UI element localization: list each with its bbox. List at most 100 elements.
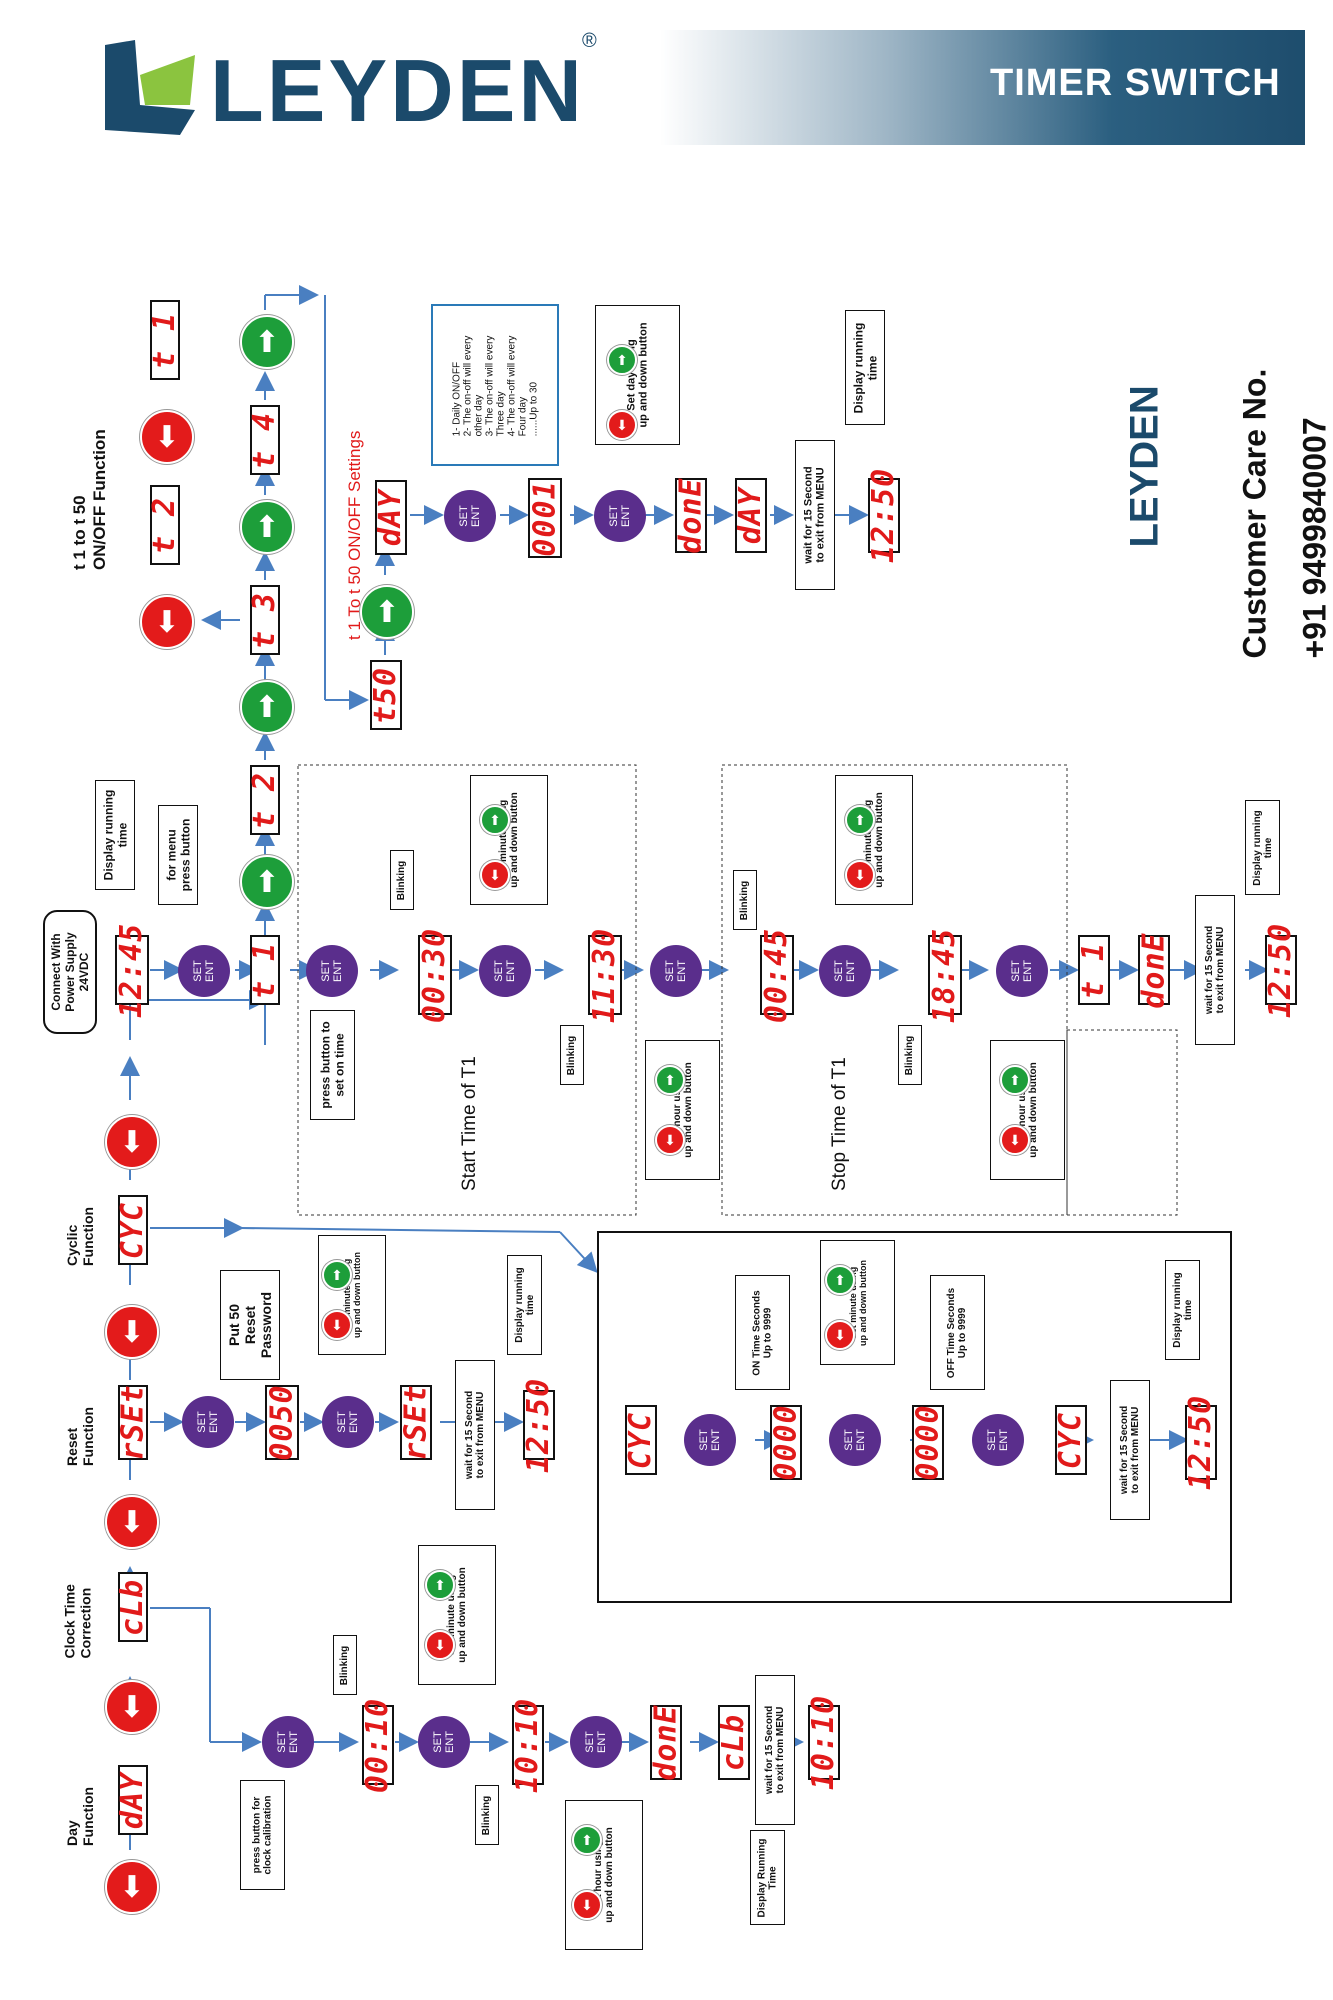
down-button[interactable]: ⬇: [140, 410, 194, 464]
up-button[interactable]: ⬆: [1000, 1065, 1030, 1095]
display-running-cyc: 12:50: [1183, 1394, 1219, 1491]
down-arrow-icon: ⬇: [119, 1505, 145, 1539]
up-button[interactable]: ⬆: [607, 345, 637, 375]
display-running: 12:50: [866, 467, 902, 564]
up-arrow-icon: ⬆: [834, 1271, 846, 1288]
down-button[interactable]: ⬇: [1000, 1125, 1030, 1155]
display-cyc: CYC: [116, 1195, 151, 1265]
up-button[interactable]: ⬆: [322, 1260, 352, 1290]
display-cyc-on: 0000: [768, 1404, 804, 1481]
down-button[interactable]: ⬇: [105, 1860, 159, 1914]
set-ent-button[interactable]: SET ENT: [444, 490, 496, 542]
up-button[interactable]: ⬆: [825, 1265, 855, 1295]
down-arrow-icon: ⬇: [616, 416, 628, 433]
up-button[interactable]: ⬆: [655, 1065, 685, 1095]
start-time-label: Start Time of T1: [459, 1056, 480, 1191]
up-arrow-icon: ⬆: [254, 325, 280, 359]
down-arrow-icon: ⬇: [434, 1636, 446, 1653]
wait-exit-note: wait for 15 Second to exit from MENU: [455, 1360, 495, 1510]
down-button[interactable]: ⬇: [322, 1310, 352, 1340]
set-ent-button[interactable]: SET ENT: [996, 945, 1048, 997]
display-running-note: Display running time: [507, 1255, 542, 1355]
set-hour-note: Set hour using up and down button: [645, 1040, 720, 1180]
power-label: Connect With Power Supply 24VDC: [43, 910, 97, 1034]
header-brand: LEYDEN: [210, 41, 585, 140]
display-power-time: 12:45: [114, 922, 150, 1018]
set-ent-button[interactable]: SET ENT: [322, 1396, 374, 1448]
down-button[interactable]: ⬇: [655, 1125, 685, 1155]
up-button[interactable]: ⬆: [425, 1570, 455, 1600]
display-clk-min: 00:10: [360, 1697, 396, 1793]
display-running-note: Display running time: [1165, 1260, 1200, 1360]
blinking-note: Blinking: [333, 1635, 357, 1695]
up-button[interactable]: ⬆: [240, 680, 294, 734]
display-done: donE: [673, 477, 709, 554]
up-button[interactable]: ⬆: [572, 1825, 602, 1855]
up-button[interactable]: ⬆: [360, 585, 414, 639]
display-cyc-panel: CYC: [624, 1405, 659, 1475]
display-running-t1: 12:50: [1263, 922, 1299, 1018]
down-arrow-icon: ⬇: [154, 420, 180, 454]
up-arrow-icon: ⬆: [854, 811, 866, 828]
customer-care: LEYDEN Customer Care No. +91 9499840007: [1120, 330, 1333, 660]
set-ent-button[interactable]: SET ENT: [684, 1414, 736, 1466]
down-button[interactable]: ⬇: [105, 1115, 159, 1169]
down-arrow-icon: ⬇: [154, 605, 180, 639]
blinking-note: Blinking: [475, 1785, 499, 1845]
display-rset: rSEt: [115, 1384, 151, 1461]
down-button[interactable]: ⬇: [572, 1890, 602, 1920]
down-arrow-icon: ⬇: [331, 1316, 343, 1333]
up-button[interactable]: ⬆: [480, 805, 510, 835]
down-arrow-icon: ⬇: [119, 1315, 145, 1349]
leyden-logo-icon: [105, 40, 195, 135]
display-t1-title: t 1: [148, 300, 183, 380]
set-ent-button[interactable]: SET ENT: [829, 1414, 881, 1466]
display-reset-pw: 0050: [264, 1384, 300, 1461]
set-ent-button[interactable]: SET ENT: [479, 945, 531, 997]
set-ent-button[interactable]: SET ENT: [178, 945, 230, 997]
down-button[interactable]: ⬇: [140, 595, 194, 649]
up-button[interactable]: ⬆: [845, 805, 875, 835]
down-button[interactable]: ⬇: [607, 410, 637, 440]
up-button[interactable]: ⬆: [240, 315, 294, 369]
up-arrow-icon: ⬆: [581, 1831, 593, 1848]
cyclic-label: Cyclic Function: [64, 1206, 96, 1266]
down-arrow-icon: ⬇: [834, 1326, 846, 1343]
set-ent-button[interactable]: SET ENT: [182, 1396, 234, 1448]
display-done-clk: donE: [648, 1704, 684, 1781]
set-ent-button[interactable]: SET ENT: [306, 945, 358, 997]
set-day-note: Set day using up and down button: [595, 305, 680, 445]
set-ent-button[interactable]: SET ENT: [819, 945, 871, 997]
down-button[interactable]: ⬇: [105, 1305, 159, 1359]
up-button[interactable]: ⬆: [240, 855, 294, 909]
down-button[interactable]: ⬇: [425, 1630, 455, 1660]
set-ent-button[interactable]: SET ENT: [972, 1414, 1024, 1466]
set-ent-button[interactable]: SET ENT: [594, 490, 646, 542]
down-button[interactable]: ⬇: [480, 860, 510, 890]
set-minute-note: Set minute using up and down button: [820, 1240, 895, 1365]
display-t2: t 2: [248, 765, 283, 835]
up-button[interactable]: ⬆: [240, 500, 294, 554]
set-minute-note: Set minute using up and down button: [418, 1545, 496, 1685]
registered-mark: ®: [582, 30, 597, 52]
set-ent-button[interactable]: SET ENT: [418, 1716, 470, 1768]
up-arrow-icon: ⬆: [616, 351, 628, 368]
up-arrow-icon: ⬆: [254, 690, 280, 724]
set-hour-note: Set hour using up and down button: [565, 1800, 643, 1950]
down-arrow-icon: ⬇: [119, 1125, 145, 1159]
header-title: TIMER SWITCH: [990, 62, 1281, 104]
down-button[interactable]: ⬇: [105, 1680, 159, 1734]
display-t1-end: t 1: [1077, 935, 1112, 1005]
set-ent-button[interactable]: SET ENT: [262, 1716, 314, 1768]
down-button[interactable]: ⬇: [105, 1495, 159, 1549]
up-arrow-icon: ⬆: [664, 1071, 676, 1088]
display-running-cap-note: Display Running Time: [750, 1830, 785, 1925]
down-button[interactable]: ⬇: [845, 860, 875, 890]
set-ent-button[interactable]: SET ENT: [570, 1716, 622, 1768]
customer-care-label: Customer Care No.: [1236, 368, 1273, 659]
set-ent-button[interactable]: SET ENT: [650, 945, 702, 997]
display-t1: t 1: [248, 935, 283, 1005]
down-button[interactable]: ⬇: [825, 1320, 855, 1350]
display-t2-title: t 2: [148, 485, 183, 565]
customer-care-brand: LEYDEN: [1122, 385, 1167, 548]
